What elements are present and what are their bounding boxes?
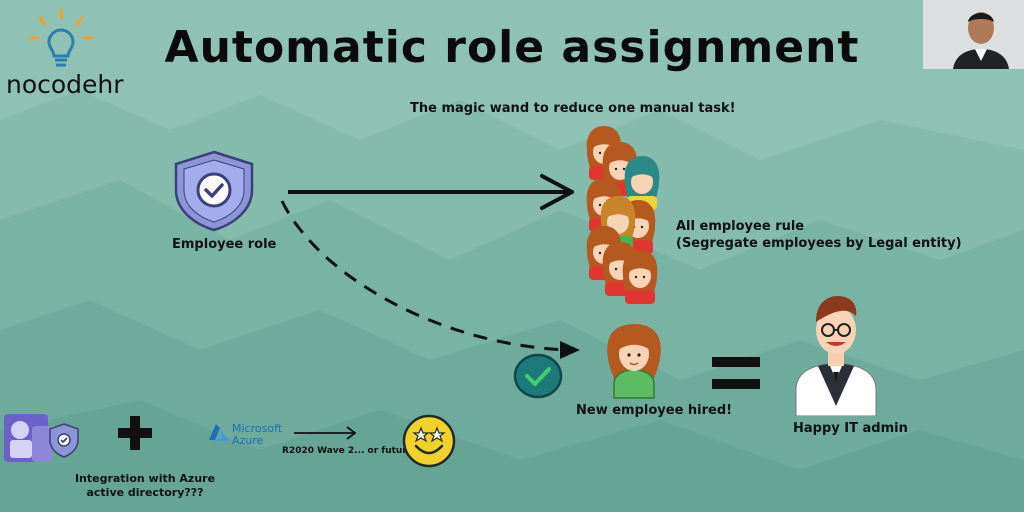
new-employee-icon [607, 324, 661, 399]
it-admin-label: Happy IT admin [793, 421, 908, 436]
it-admin-icon [795, 296, 877, 416]
page-title: Automatic role assignment [164, 22, 860, 73]
azure-label: Azure [232, 434, 264, 447]
all-employee-rule-label: All employee rule (Segregate employees b… [676, 218, 962, 252]
all-employee-rule-line2: (Segregate employees by Legal entity) [676, 236, 962, 251]
star-eyes-smiley-icon [402, 414, 456, 468]
employee-group-icon [586, 126, 660, 304]
release-label: R2020 Wave 2... or future [282, 446, 413, 456]
teams-shield-icon [4, 414, 79, 462]
microsoft-label: Microsoft [232, 422, 283, 435]
all-employee-rule-line1: All employee rule [676, 219, 805, 234]
dashed-arrow-to-new-employee [280, 200, 580, 359]
equals-sign [712, 357, 760, 389]
shield-icon [174, 150, 254, 232]
new-employee-label: New employee hired! [576, 403, 733, 418]
microsoft-azure-label: Microsoft Azure [232, 423, 282, 447]
azure-logo-icon [209, 424, 229, 441]
lightbulb-icon [28, 8, 94, 67]
subtitle: The magic wand to reduce one manual task… [410, 101, 736, 116]
presenter-photo [923, 0, 1024, 69]
integration-label: Integration with Azure active directory?… [74, 472, 216, 499]
release-arrow [294, 426, 357, 440]
plus-sign [118, 416, 152, 450]
employee-role-label: Employee role [172, 237, 277, 252]
brand-name: nocodehr [6, 70, 124, 99]
arrow-to-all-employees [288, 174, 574, 210]
check-circle-icon [513, 353, 563, 399]
